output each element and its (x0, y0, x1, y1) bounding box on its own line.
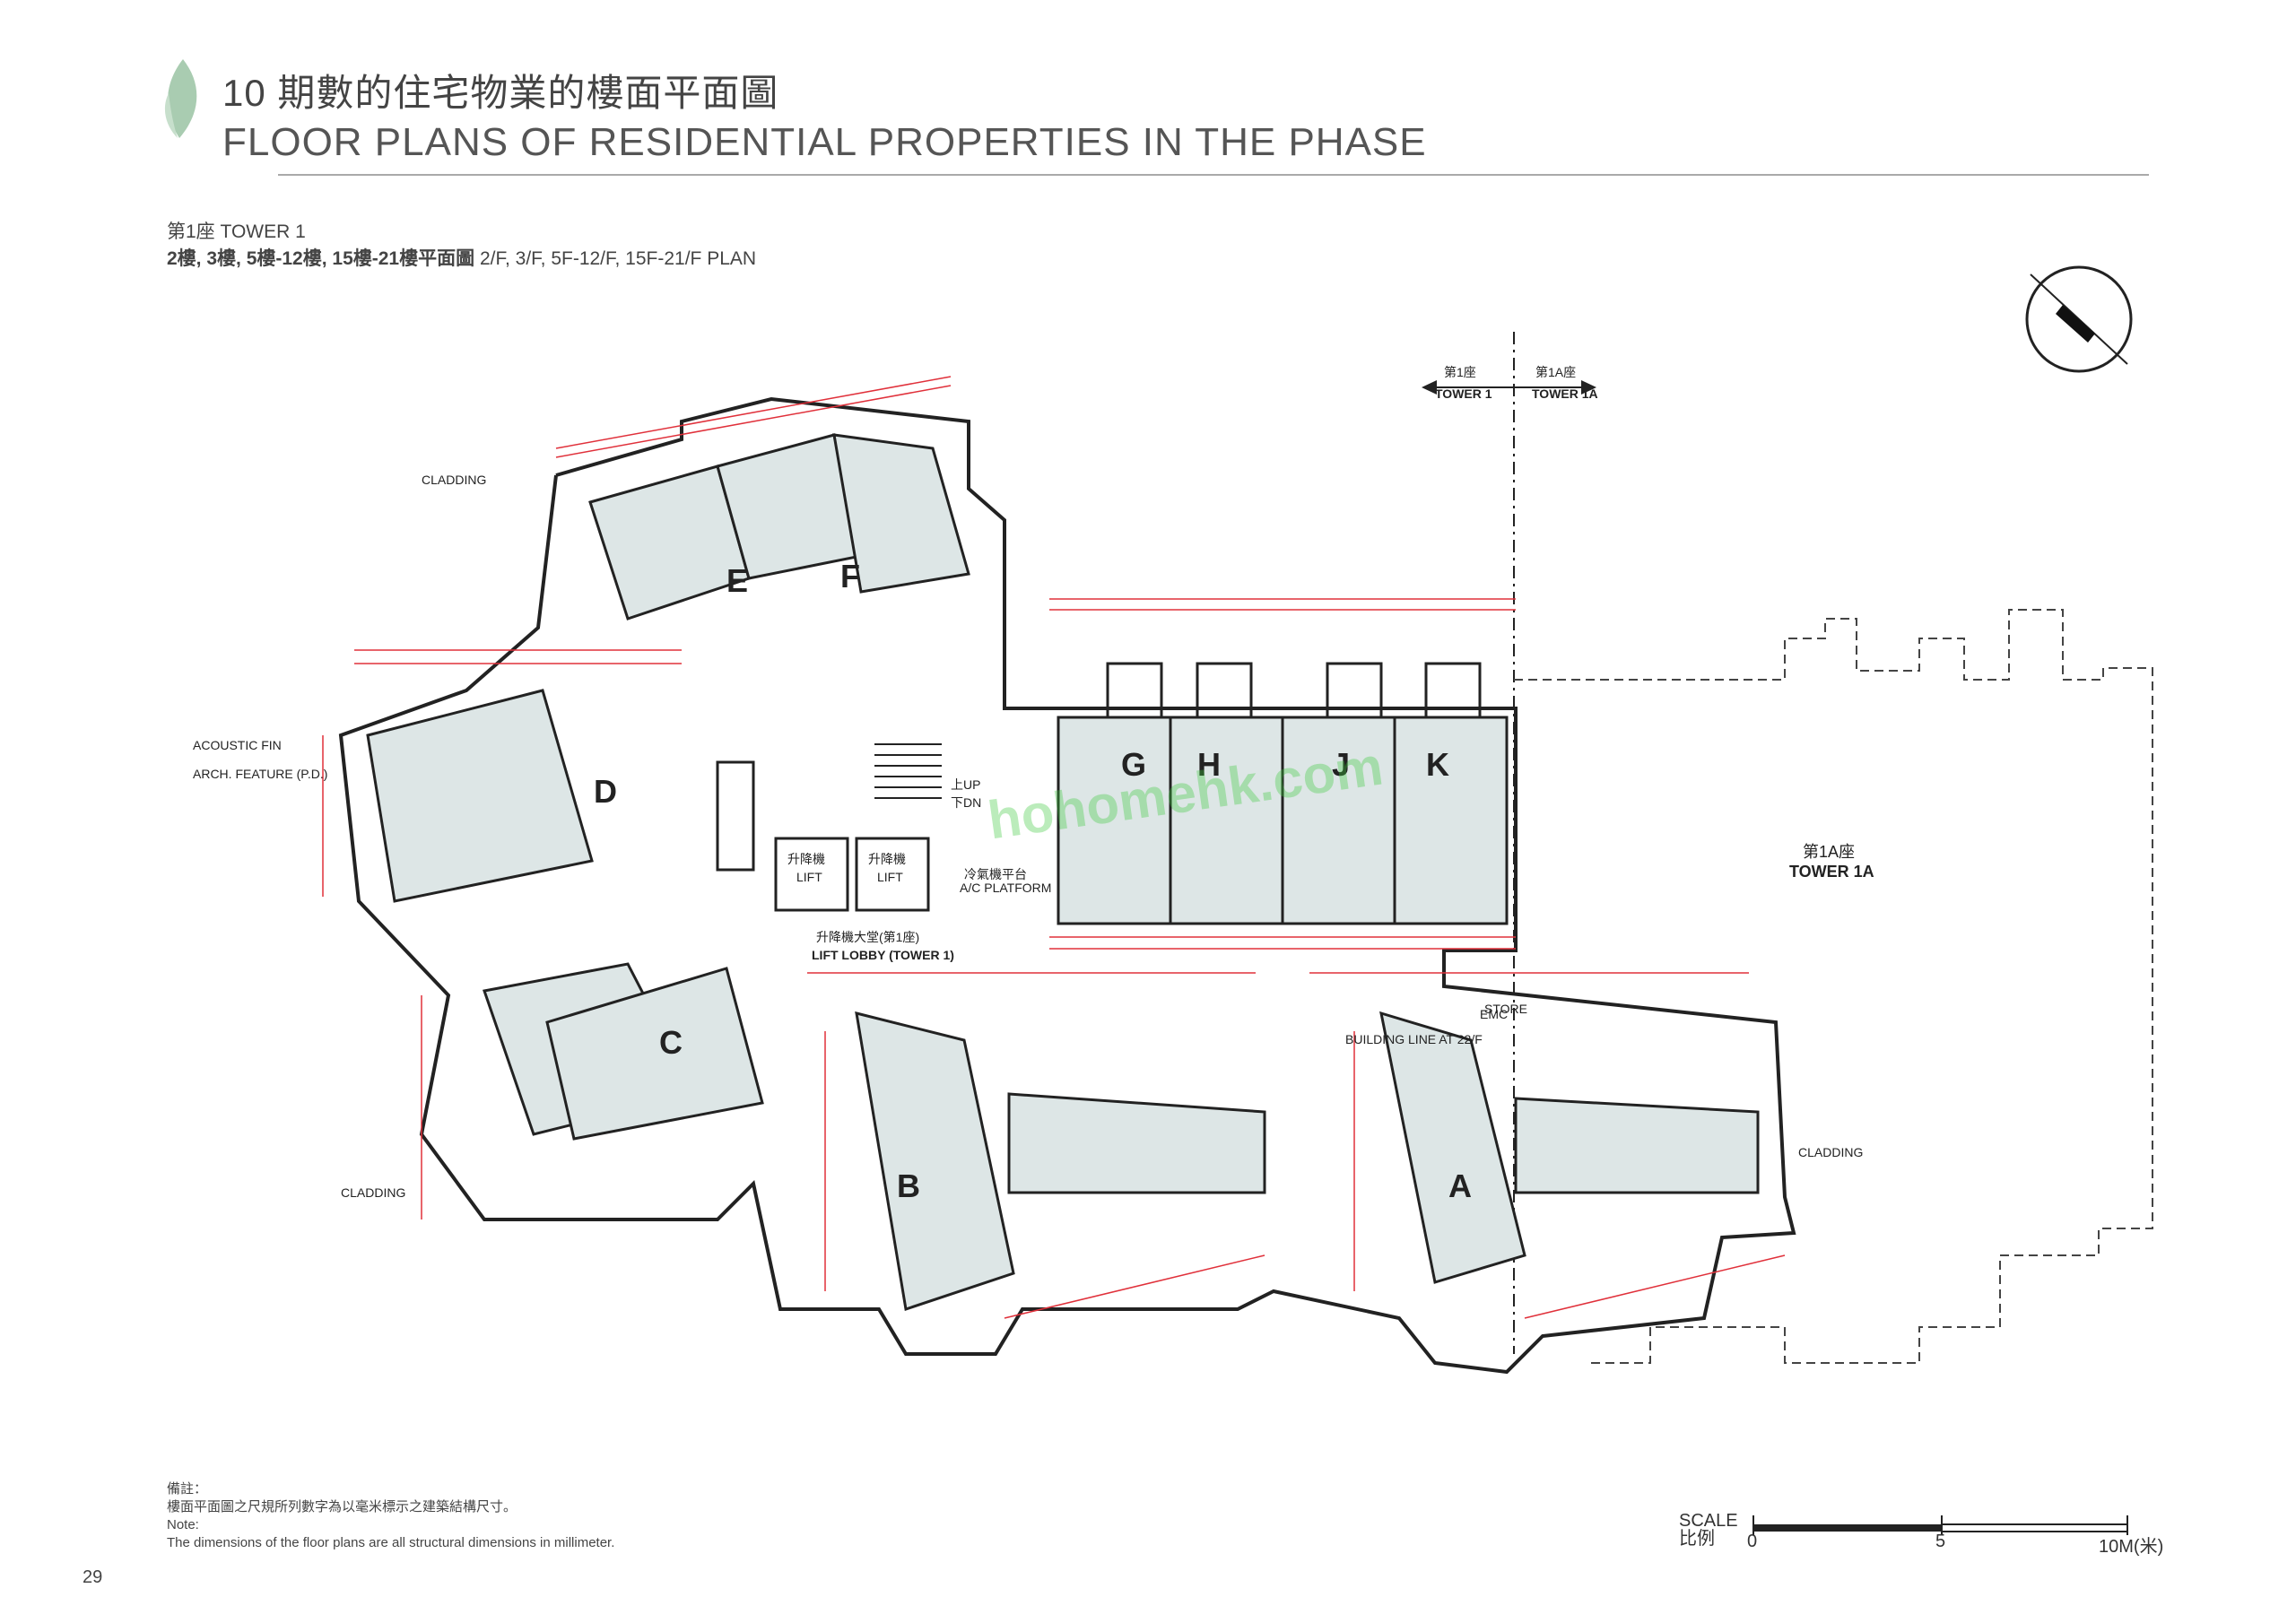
svg-text:第1A座: 第1A座 (1535, 365, 1576, 379)
flat-e-label: E (726, 562, 748, 599)
scale-label-en: SCALE (1679, 1511, 1738, 1531)
flat-c-label: C (659, 1024, 683, 1061)
subtitle-tower: 第1座 TOWER 1 (167, 221, 306, 242)
scale-tick-10: 10M(米) (2099, 1537, 2164, 1557)
subtitle-floors: 2樓, 3樓, 5樓-12樓, 15樓-21樓平面圖 2/F, 3/F, 5F-… (167, 244, 756, 271)
flat-g-label: G (1121, 746, 1146, 783)
svg-text:BUILDING LINE AT 22/F: BUILDING LINE AT 22/F (1345, 1032, 1483, 1046)
notes-block: 備註： 樓面平面圖之尺規所列數字為以毫米標示之建築結構尺寸。 Note: The… (167, 1480, 614, 1552)
notes-heading-cn: 備註： (167, 1481, 208, 1497)
notes-heading-en: Note: (167, 1517, 199, 1532)
scale-tick-0: 0 (1747, 1532, 1758, 1551)
leaf-logo-icon (164, 59, 197, 138)
lift-label-1: 升降機 (787, 852, 825, 866)
page-title-en: FLOOR PLANS OF RESIDENTIAL PROPERTIES IN… (222, 120, 1427, 164)
svg-text:CLADDING: CLADDING (422, 473, 486, 487)
svg-text:ACOUSTIC FIN: ACOUSTIC FIN (193, 738, 282, 752)
svg-text:TOWER 1A: TOWER 1A (1532, 386, 1598, 401)
north-compass-icon (2025, 265, 2133, 373)
svg-text:STORE: STORE (1484, 1002, 1527, 1016)
svg-text:TOWER 1: TOWER 1 (1435, 386, 1492, 401)
tower1a-cn-label: 第1A座 (1803, 843, 1855, 861)
scale-label-cn: 比例 (1679, 1529, 1715, 1549)
svg-text:CLADDING: CLADDING (1798, 1145, 1863, 1159)
flat-f-label: F (840, 558, 860, 595)
svg-text:ARCH. FEATURE (P.D.): ARCH. FEATURE (P.D.) (193, 767, 327, 781)
svg-text:LIFT LOBBY (TOWER 1): LIFT LOBBY (TOWER 1) (812, 948, 954, 962)
svg-text:升降機: 升降機 (868, 852, 906, 866)
svg-text:LIFT: LIFT (796, 870, 822, 884)
svg-text:EMC: EMC (1480, 1007, 1508, 1021)
notes-text-en: The dimensions of the floor plans are al… (167, 1535, 615, 1550)
svg-text:CLADDING: CLADDING (341, 1185, 405, 1200)
svg-text:下DN: 下DN (951, 795, 981, 810)
flat-a-label: A (1448, 1167, 1472, 1204)
flat-j-label: J (1332, 746, 1350, 783)
title-divider (278, 174, 2149, 176)
subtitle-floors-cn: 2樓, 3樓, 5樓-12樓, 15樓-21樓平面圖 (167, 248, 475, 269)
scale-bar (1752, 1515, 2128, 1535)
subtitle-floors-en: 2/F, 3/F, 5F-12/F, 15F-21/F PLAN (479, 248, 757, 269)
page-number: 29 (83, 1567, 103, 1587)
flat-h-label: H (1197, 746, 1221, 783)
svg-text:第1座: 第1座 (1444, 365, 1476, 379)
tower1a-en-label: TOWER 1A (1789, 863, 1874, 881)
svg-text:升降機大堂(第1座): 升降機大堂(第1座) (816, 930, 919, 944)
svg-text:LIFT: LIFT (877, 870, 903, 884)
svg-text:冷氣機平台: 冷氣機平台 (964, 867, 1027, 881)
page-title-cn: 10 期數的住宅物業的樓面平面圖 (222, 72, 779, 114)
svg-text:A/C PLATFORM: A/C PLATFORM (960, 881, 1051, 895)
flat-k-label: K (1426, 746, 1449, 783)
flat-d-label: D (594, 773, 617, 810)
svg-text:上UP: 上UP (951, 777, 980, 792)
flat-b-label: B (897, 1167, 920, 1204)
notes-text-cn: 樓面平面圖之尺規所列數字為以毫米標示之建築結構尺寸。 (167, 1499, 517, 1515)
scale-label: SCALE 比例 (1679, 1512, 1738, 1548)
scale-tick-5: 5 (1935, 1532, 1946, 1551)
